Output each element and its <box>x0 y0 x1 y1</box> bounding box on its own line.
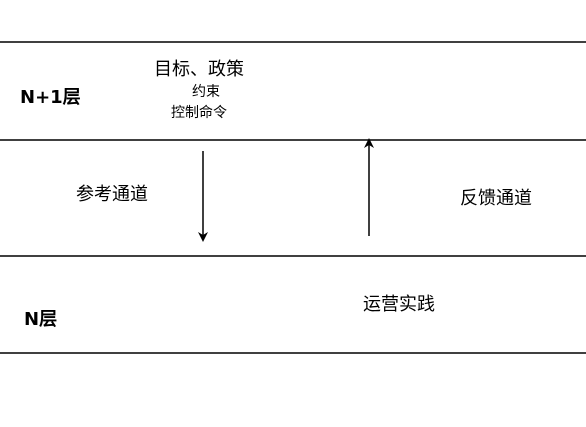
upper-layer-label: N+1层 <box>20 87 81 108</box>
control-command-text: 控制命令 <box>171 105 227 121</box>
goals-policy-text: 目标、政策 <box>154 59 244 80</box>
lower-layer-label: N层 <box>24 309 58 330</box>
constraints-text: 约束 <box>192 84 220 100</box>
feedback-channel-label: 反馈通道 <box>460 188 532 209</box>
reference-channel-label: 参考通道 <box>76 184 148 205</box>
operations-practice-text: 运营实践 <box>363 294 435 315</box>
